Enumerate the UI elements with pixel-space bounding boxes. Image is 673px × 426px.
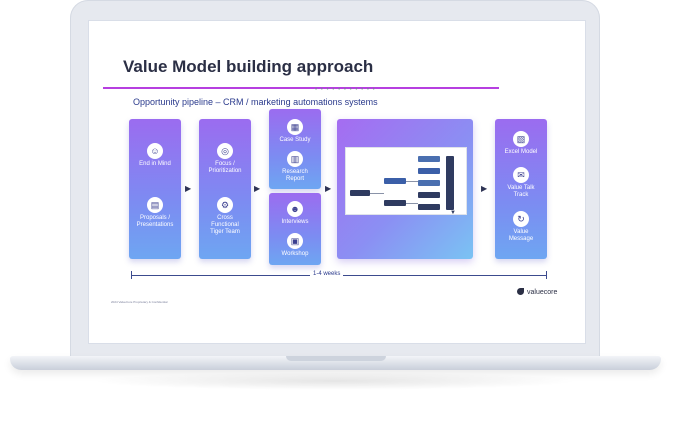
diagram-connector <box>406 181 418 182</box>
stage-5-item-3: ↻ Value Message <box>495 211 547 243</box>
stage-2-item-1: ◎ Focus / Prioritization <box>199 143 251 175</box>
laptop-base <box>10 356 661 370</box>
stage-5-item-3-label: Value Message <box>508 229 534 242</box>
diagram-output-bar <box>446 156 454 210</box>
timeline-start-tick <box>131 271 132 279</box>
stage-1-item-2: ▤ Proposals / Presentations <box>129 197 181 229</box>
slide-subtitle: Opportunity pipeline – CRM / marketing a… <box>133 97 378 107</box>
presentation-icon: ▤ <box>147 197 163 213</box>
title-dots: • • • • • • • • • • • <box>315 87 376 93</box>
diagram-node <box>418 204 440 210</box>
valuecore-logo: valuecore <box>517 288 557 296</box>
stage-1-box: ☺ End in Mind ▤ Proposals / Presentation… <box>129 119 181 259</box>
slide-title: Value Model building approach <box>123 57 374 76</box>
laptop-notch <box>286 356 386 361</box>
document-icon: ▦ <box>287 119 303 135</box>
diagram-node <box>384 200 406 206</box>
report-icon: ▥ <box>287 151 303 167</box>
stage-3b-item-2: ▣ Workshop <box>269 233 321 258</box>
stage-5-item-2-label: Value Talk Track <box>507 185 535 198</box>
arrow-icon: ▶ <box>325 184 332 193</box>
workshop-icon: ▣ <box>287 233 303 249</box>
gear-icon: ⚙ <box>217 197 233 213</box>
stage-5-box: ▧ Excel Model ✉ Value Talk Track ↻ Value… <box>495 119 547 259</box>
footnote: 2024 ValueCore Proprietary & Confidentia… <box>111 300 168 304</box>
stage-1-item-1-label: End in Mind <box>139 161 171 167</box>
head-icon: ☺ <box>147 143 163 159</box>
stage-3a-item-1-label: Case Study <box>279 137 311 143</box>
stage-2-item-1-label: Focus / Prioritization <box>208 161 242 174</box>
arrow-icon: ▶ <box>481 184 488 193</box>
diagram-connector <box>406 203 418 204</box>
stage-1-item-1: ☺ End in Mind <box>129 143 181 168</box>
target-icon: ◎ <box>217 143 233 159</box>
stage-2-item-2: ⚙ Cross Functional Tiger Team <box>199 197 251 236</box>
diagram-node <box>418 168 440 174</box>
message-icon: ↻ <box>513 211 529 227</box>
valuecore-logo-icon <box>517 288 524 295</box>
stage-3a-item-2: ▥ Research Report <box>269 151 321 183</box>
stage-3b-item-2-label: Workshop <box>281 251 309 257</box>
stage-3b-item-1-label: Interviews <box>281 219 309 225</box>
diagram-node <box>418 156 440 162</box>
model-diagram-panel: ▼ <box>337 119 473 259</box>
arrow-down-icon: ▼ <box>450 210 456 216</box>
interview-icon: ☻ <box>287 201 303 217</box>
stage-5-item-1: ▧ Excel Model <box>495 131 547 156</box>
arrow-icon: ▶ <box>254 184 261 193</box>
title-underline <box>103 87 499 89</box>
stage-2-item-2-label: Cross Functional Tiger Team <box>210 215 240 235</box>
timeline-end-tick <box>546 271 547 279</box>
stage-3a-item-1: ▦ Case Study <box>269 119 321 144</box>
model-diagram: ▼ <box>345 147 467 216</box>
timeline-label: 1-4 weeks <box>310 271 344 277</box>
excel-icon: ▧ <box>513 131 529 147</box>
stage-3b-box: ☻ Interviews ▣ Workshop <box>269 193 321 265</box>
diagram-node <box>418 180 440 186</box>
stage-3a-item-2-label: Research Report <box>282 169 308 182</box>
diagram-node <box>418 192 440 198</box>
arrow-icon: ▶ <box>185 184 192 193</box>
stage-3b-item-1: ☻ Interviews <box>269 201 321 226</box>
chat-icon: ✉ <box>513 167 529 183</box>
stage-5-item-1-label: Excel Model <box>504 149 538 155</box>
diagram-node <box>384 178 406 184</box>
diagram-connector <box>370 193 384 194</box>
stage-3a-box: ▦ Case Study ▥ Research Report <box>269 109 321 189</box>
logo-text: valuecore <box>527 289 558 296</box>
stage-5-item-2: ✉ Value Talk Track <box>495 167 547 199</box>
diagram-node <box>350 190 370 196</box>
slide-screen: Value Model building approach • • • • • … <box>88 20 586 344</box>
laptop-shadow <box>90 372 580 390</box>
stage-2-box: ◎ Focus / Prioritization ⚙ Cross Functio… <box>199 119 251 259</box>
stage-1-item-2-label: Proposals / Presentations <box>136 215 174 228</box>
